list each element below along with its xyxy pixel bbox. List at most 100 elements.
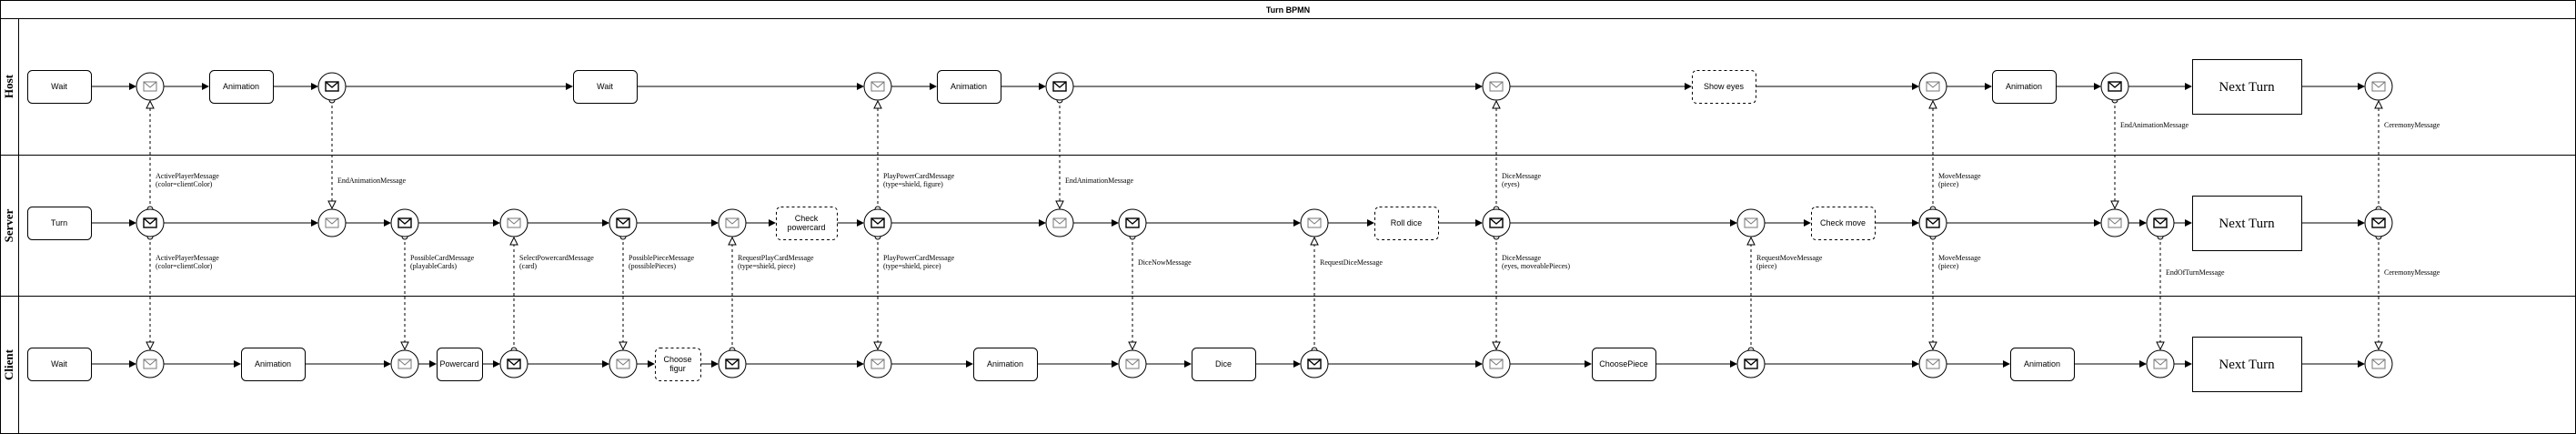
message-label-line: (type=shield, piece) (883, 262, 941, 270)
message-label-line: PlayPowerCardMessage (883, 172, 955, 180)
server-e14-message-event (2100, 208, 2129, 237)
message-label-m10: PossibleCardMessage(playableCards) (410, 254, 475, 270)
task-client-anim3: Animation (2010, 348, 2075, 381)
client-e4-message-event (609, 349, 638, 378)
host-e5-message-event (1482, 72, 1511, 101)
message-label-line: (possiblePieces) (629, 262, 676, 270)
message-label-line: EndOfTurnMessage (2166, 268, 2225, 277)
task-label: Animation (223, 82, 259, 91)
envelope-icon (870, 81, 885, 92)
task-client-choose-piece: ChoosePiece (1592, 348, 1656, 381)
host-e1-message-event (136, 72, 165, 101)
client-e5-message-event (718, 349, 747, 378)
envelope-icon (143, 358, 157, 369)
message-label-line: (type=shield, piece) (738, 262, 796, 270)
envelope-icon (870, 358, 885, 369)
message-label-m4: EndAnimationMessage (1065, 177, 1134, 185)
server-e1-message-event (136, 208, 165, 237)
server-e16-message-event (2364, 208, 2393, 237)
message-label-m17: DiceMessage(eyes, moveablePieces) (1502, 254, 1570, 270)
envelope-icon (725, 217, 740, 228)
task-label: powercard (787, 223, 825, 232)
task-server-next: Next Turn (2192, 196, 2302, 251)
client-e9-message-event (1482, 349, 1511, 378)
envelope-icon (1125, 358, 1140, 369)
envelope-icon (325, 81, 339, 92)
task-label: Wait (51, 359, 67, 368)
task-label: ChoosePiece (1599, 359, 1648, 368)
task-host-anim1: Animation (209, 70, 274, 104)
task-host-wait1: Wait (27, 70, 92, 104)
server-e5-message-event (609, 208, 638, 237)
task-label: Dice (1215, 359, 1232, 368)
message-label-m13: RequestPlayCardMessage(type=shield, piec… (738, 254, 814, 270)
host-e6-message-event (1918, 72, 1947, 101)
task-client-anim2: Animation (973, 348, 1038, 381)
envelope-icon (1052, 217, 1067, 228)
envelope-icon (2371, 358, 2386, 369)
message-label-m3: PlayPowerCardMessage(type=shield, figure… (883, 172, 955, 188)
server-e7-message-event (863, 208, 892, 237)
message-label-line: CeremonyMessage (2384, 268, 2440, 277)
task-client-wait: Wait (27, 348, 92, 381)
pool-title: Turn BPMN (1266, 5, 1310, 15)
task-label: Choose (663, 355, 691, 364)
message-label-m7: EndAnimationMessage (2120, 121, 2189, 129)
envelope-icon (616, 217, 630, 228)
message-label-line: EndAnimationMessage (2120, 121, 2189, 129)
host-e2-message-event (317, 72, 347, 101)
message-label-line: (card) (519, 262, 537, 270)
task-server-turn: Turn (27, 207, 92, 240)
server-e3-message-event (390, 208, 419, 237)
client-e2-message-event (390, 349, 419, 378)
envelope-icon (1926, 358, 1940, 369)
client-e1-message-event (136, 349, 165, 378)
task-label: Wait (51, 82, 67, 91)
client-e13-message-event (2364, 349, 2393, 378)
message-label-line: (eyes) (1502, 180, 1520, 188)
lane-title-client: Client (2, 348, 15, 380)
task-label: Turn (51, 218, 67, 227)
message-label-line: DiceMessage (1502, 172, 1542, 180)
task-label: Check move (1820, 218, 1866, 227)
message-label-line: ActivePlayerMessage (156, 172, 219, 180)
message-label-line: (eyes, moveablePieces) (1502, 262, 1570, 270)
envelope-icon (397, 358, 412, 369)
envelope-icon (2153, 217, 2168, 228)
task-host-next: Next Turn (2192, 59, 2302, 115)
envelope-icon (870, 217, 885, 228)
message-label-m19: MoveMessage(piece) (1938, 254, 1981, 270)
host-e7-message-event (2100, 72, 2129, 101)
message-label-line: RequestMoveMessage (1756, 254, 1823, 262)
task-host-wait2: Wait (573, 70, 638, 104)
client-e8-message-event (1300, 349, 1329, 378)
server-e4-message-event (499, 208, 528, 237)
message-label-line: SelectPowercardMessage (519, 254, 594, 262)
envelope-icon (507, 217, 521, 228)
message-label-line: DiceNowMessage (1138, 258, 1192, 267)
envelope-icon (1307, 358, 1322, 369)
task-label: Next Turn (2219, 358, 2275, 372)
server-e2-message-event (317, 208, 347, 237)
host-e4-message-event (1045, 72, 1074, 101)
envelope-icon (1489, 81, 1504, 92)
message-label-m11: SelectPowercardMessage(card) (519, 254, 594, 270)
server-e11-message-event (1482, 208, 1511, 237)
envelope-icon (1052, 81, 1067, 92)
message-label-line: PossibleCardMessage (410, 254, 475, 262)
server-e13-message-event (1918, 208, 1947, 237)
envelope-icon (616, 358, 630, 369)
task-label: Next Turn (2219, 217, 2275, 231)
task-host-anim2: Animation (937, 70, 1001, 104)
message-label-m20: EndOfTurnMessage (2166, 268, 2225, 277)
message-label-m2: EndAnimationMessage (337, 177, 407, 185)
message-label-line: (playableCards) (410, 262, 457, 270)
client-e3-message-event (499, 349, 528, 378)
message-label-line: (type=shield, figure) (883, 180, 943, 188)
message-label-line: DiceMessage (1502, 254, 1542, 262)
envelope-icon (2371, 81, 2386, 92)
message-label-m16: RequestDiceMessage (1320, 258, 1383, 267)
